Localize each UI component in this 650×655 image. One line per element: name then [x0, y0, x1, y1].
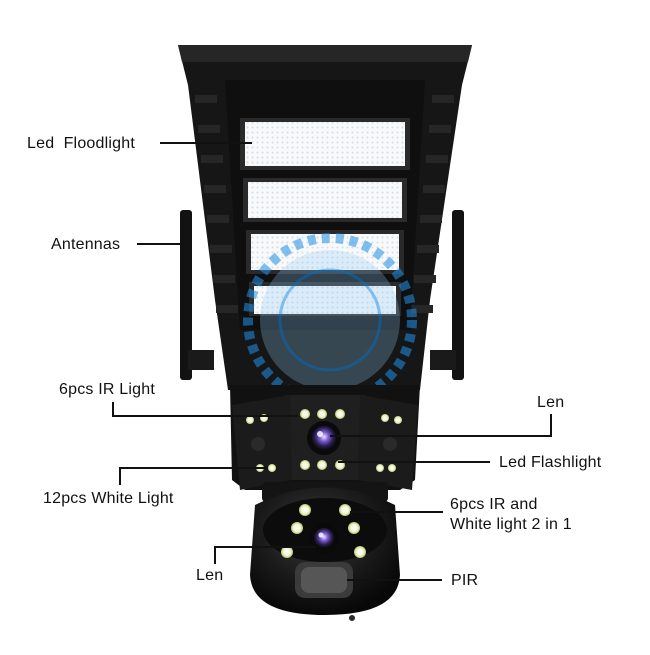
dome-lens [309, 523, 339, 553]
callout-lines [112, 142, 552, 581]
antenna-right [430, 210, 464, 380]
label-ir-white-line2: White light 2 in 1 [450, 516, 572, 533]
label-led-floodlight: Led Floodlight [27, 135, 135, 152]
dome-leds [281, 504, 366, 558]
label-pir: PIR [451, 572, 479, 589]
label-len-bottom: Len [196, 567, 224, 584]
mid-leds [246, 409, 402, 472]
label-led-flashlight: Led Flashlight [499, 454, 602, 471]
label-antennas: Antennas [51, 236, 121, 253]
label-ir-light: 6pcs IR Light [59, 381, 155, 398]
label-white-light: 12pcs White Light [43, 490, 174, 507]
label-len-top: Len [537, 394, 565, 411]
label-ir-white-line1: 6pcs IR and [450, 496, 538, 513]
antenna-left [180, 210, 214, 380]
pir-sensor [295, 562, 355, 621]
mid-lens [307, 421, 341, 455]
